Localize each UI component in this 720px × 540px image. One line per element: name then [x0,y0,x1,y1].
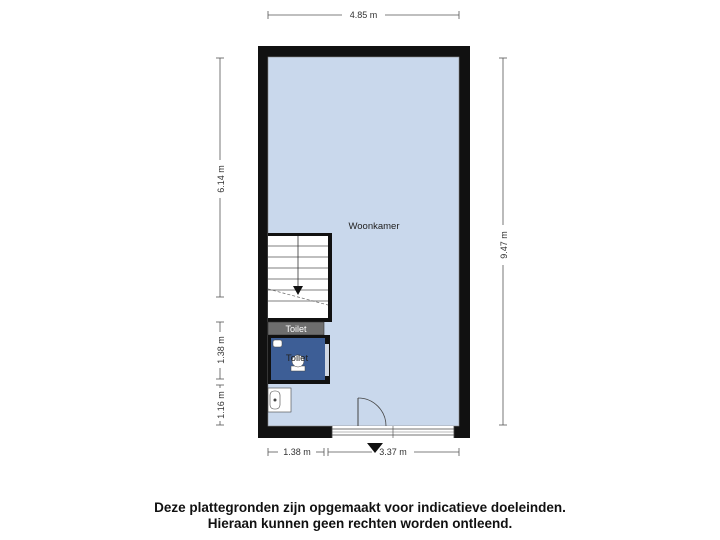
toilet-room [268,335,330,384]
dimension-left-middle-label: 1.38 m [216,336,226,364]
dimension-right: 9.47 m [499,57,509,426]
dimension-bottom-left: 1.38 m [267,447,325,457]
dimension-top-label: 4.85 m [350,10,378,20]
staircase [267,233,332,321]
toilet-room-label: Toilet [286,353,309,364]
living-room-label: Woonkamer [348,221,399,232]
toilet-bar-label: Toilet [285,324,307,334]
dimension-left-middle: 1.38 m [216,321,226,380]
dimension-bottom-right-label: 3.37 m [379,447,407,457]
stairs-down-arrow-icon [293,286,303,295]
floor-plan: 4.85 m 6.14 m 1.38 m 1.16 m 9.47 m [216,10,509,457]
disclaimer-line-1: Deze plattegronden zijn opgemaakt voor i… [154,500,566,515]
dimension-left-upper-label: 6.14 m [216,165,226,193]
washbasin-icon [272,339,283,348]
dimension-right-label: 9.47 m [499,231,509,259]
dimension-bottom-left-label: 1.38 m [283,447,311,457]
front-door [357,397,387,427]
stair-wall [268,318,332,322]
dimension-left-upper: 6.14 m [216,57,226,298]
dimension-bottom-right: 3.37 m [327,447,460,457]
dimension-left-lower-label: 1.16 m [216,391,226,419]
dimension-top: 4.85 m [267,10,460,20]
disclaimer-line-2: Hieraan kunnen geen rechten worden ontle… [207,516,513,531]
entrance-arrow-icon [367,443,383,453]
dimension-left-lower: 1.16 m [216,384,226,426]
entrance-sink [267,387,292,413]
